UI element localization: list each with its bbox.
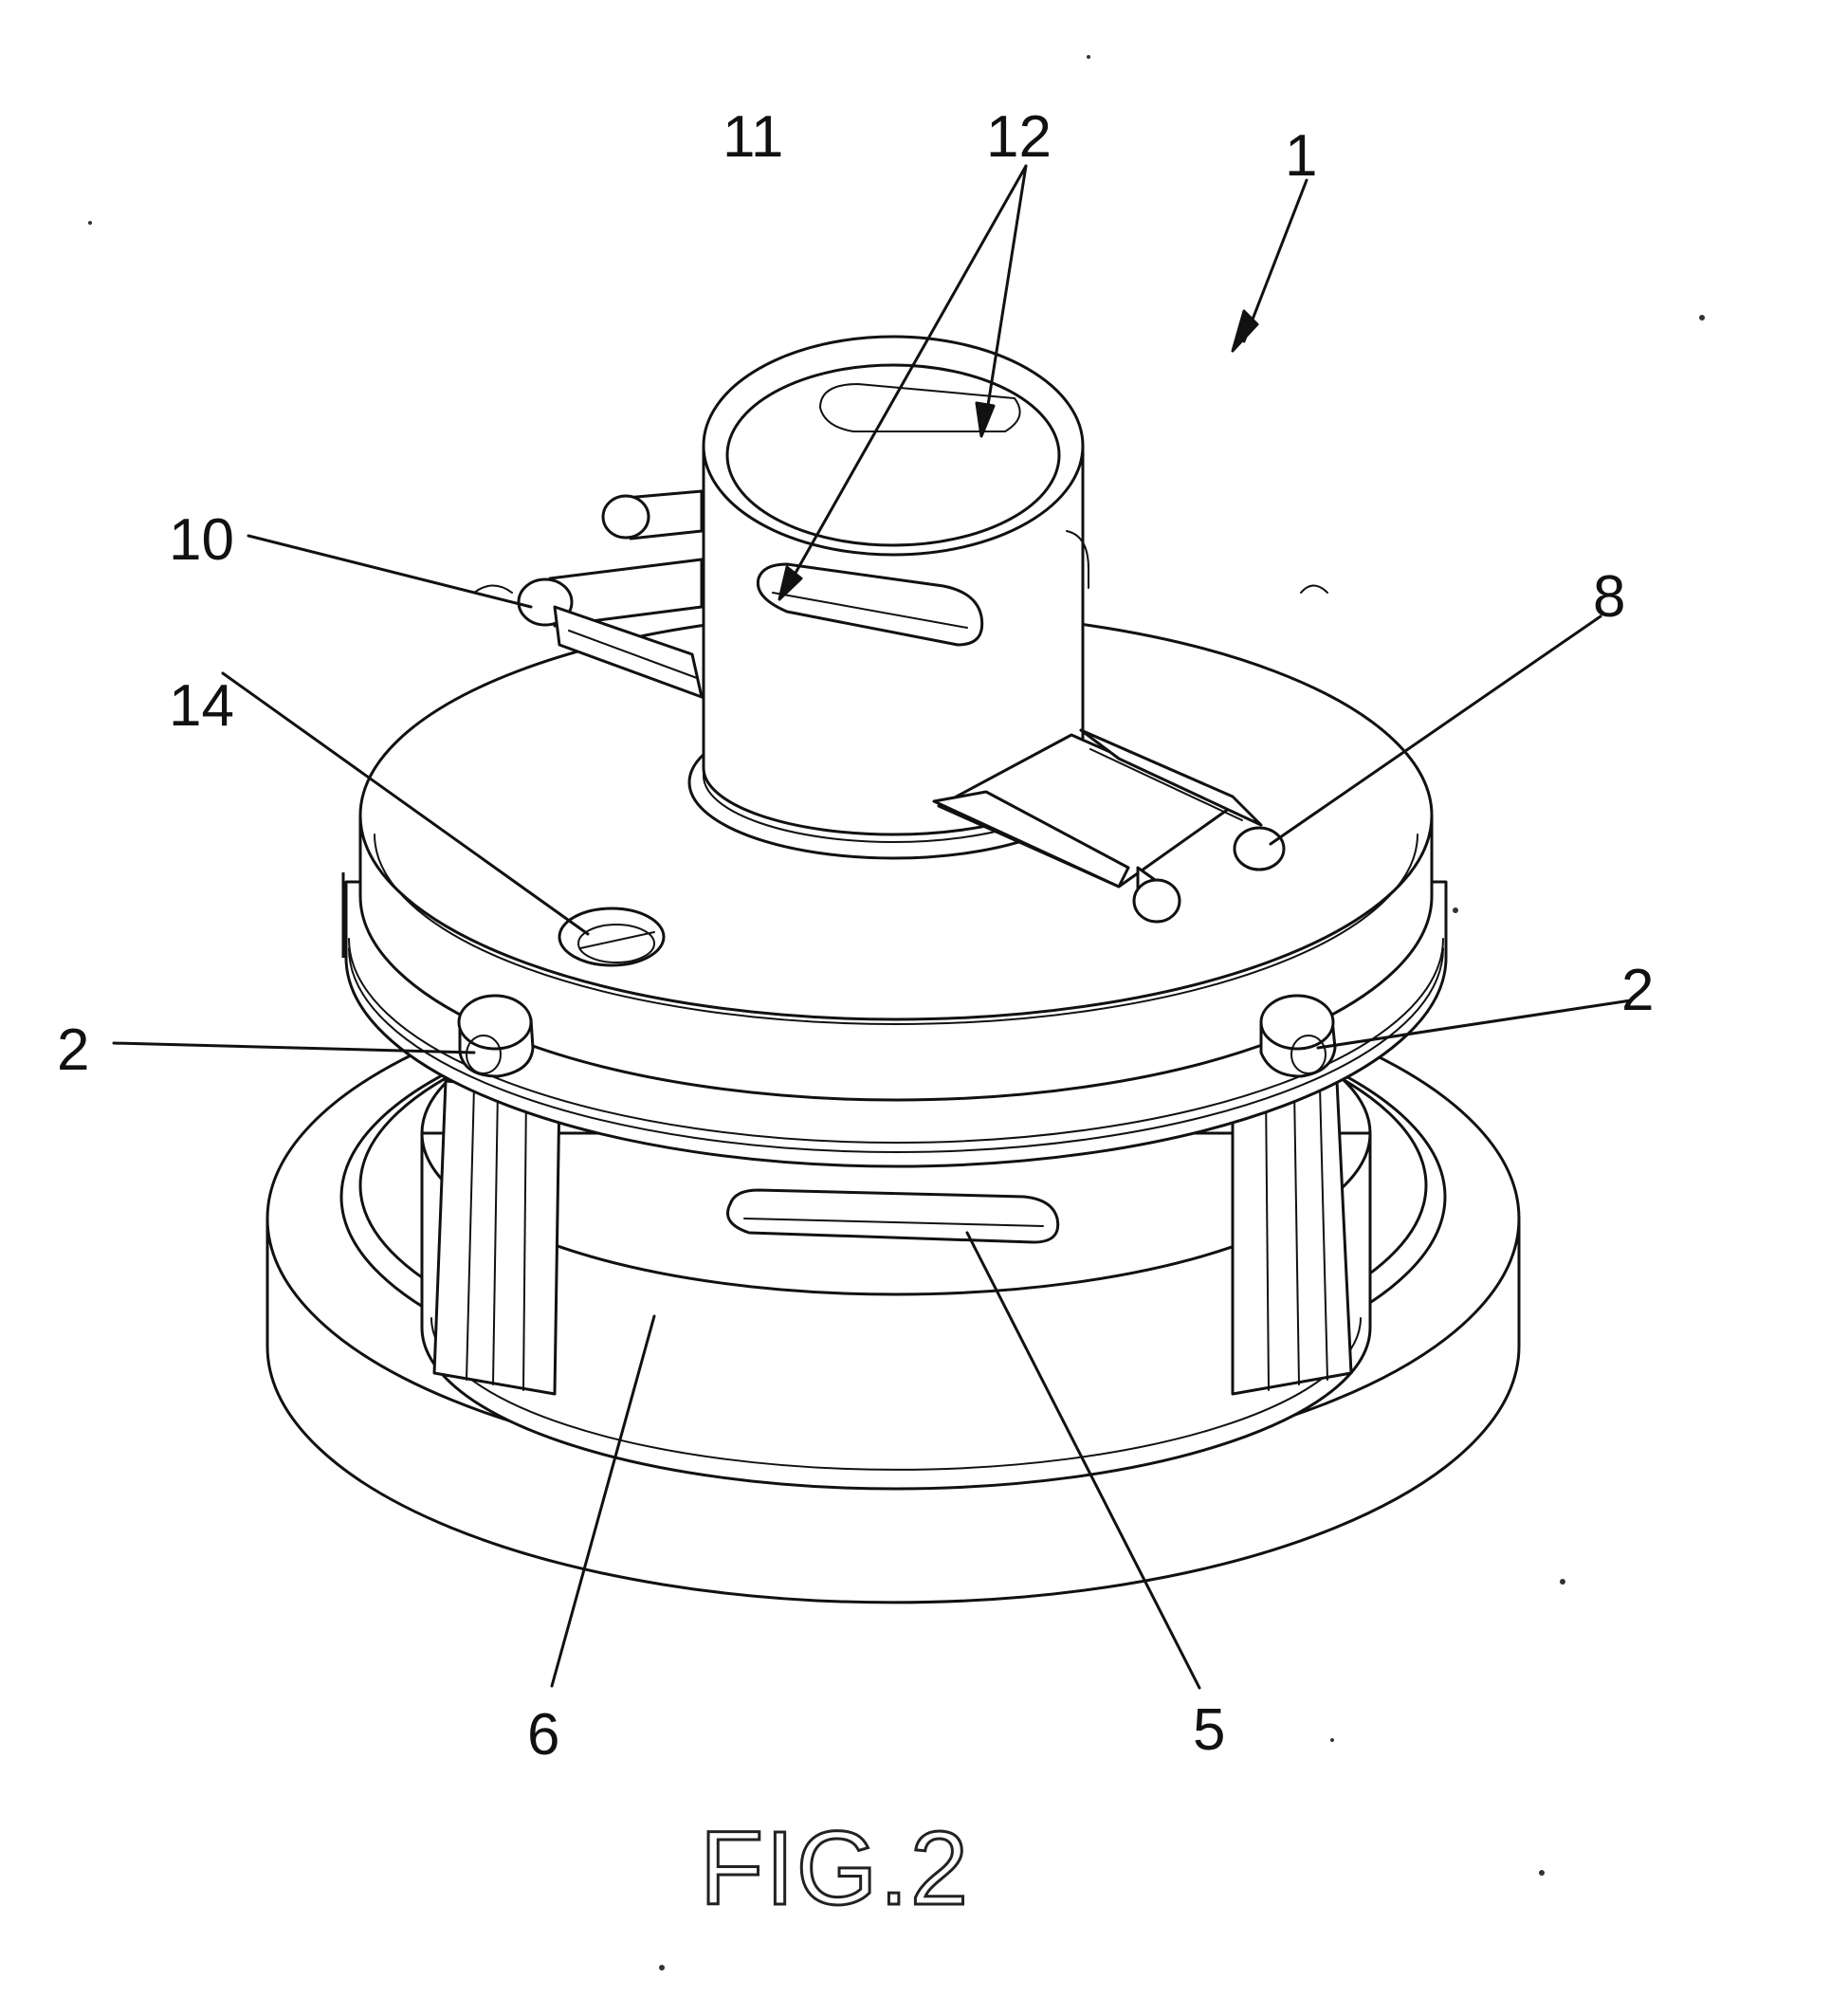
label-groove: 12 [986, 104, 1052, 170]
figure-caption: FIG.2 [700, 1810, 970, 1927]
rim-bump [1300, 584, 1328, 594]
label-pin-left: 2 [57, 1017, 89, 1083]
rib-left [432, 1079, 561, 1396]
cup-11 [687, 335, 1099, 860]
label-clip: 10 [169, 507, 234, 573]
label-slot: 5 [1193, 1697, 1225, 1763]
pin-left [457, 994, 535, 1078]
label-assembly: 1 [1285, 123, 1317, 189]
pin-right [1259, 994, 1337, 1078]
label-hole: 14 [169, 673, 234, 739]
clip-10 [473, 489, 704, 699]
slot-5 [726, 1188, 1060, 1244]
label-pin-right: 2 [1621, 958, 1654, 1023]
scan-specks [88, 55, 1705, 1970]
label-base: 6 [527, 1702, 559, 1768]
leader-lines [112, 164, 1633, 1690]
hole-14 [558, 907, 666, 967]
tube-8 [932, 728, 1286, 924]
lower-body [420, 970, 1372, 1491]
rib-right [1231, 1079, 1353, 1396]
label-cup: 11 [723, 104, 783, 170]
label-tube: 8 [1593, 564, 1625, 630]
